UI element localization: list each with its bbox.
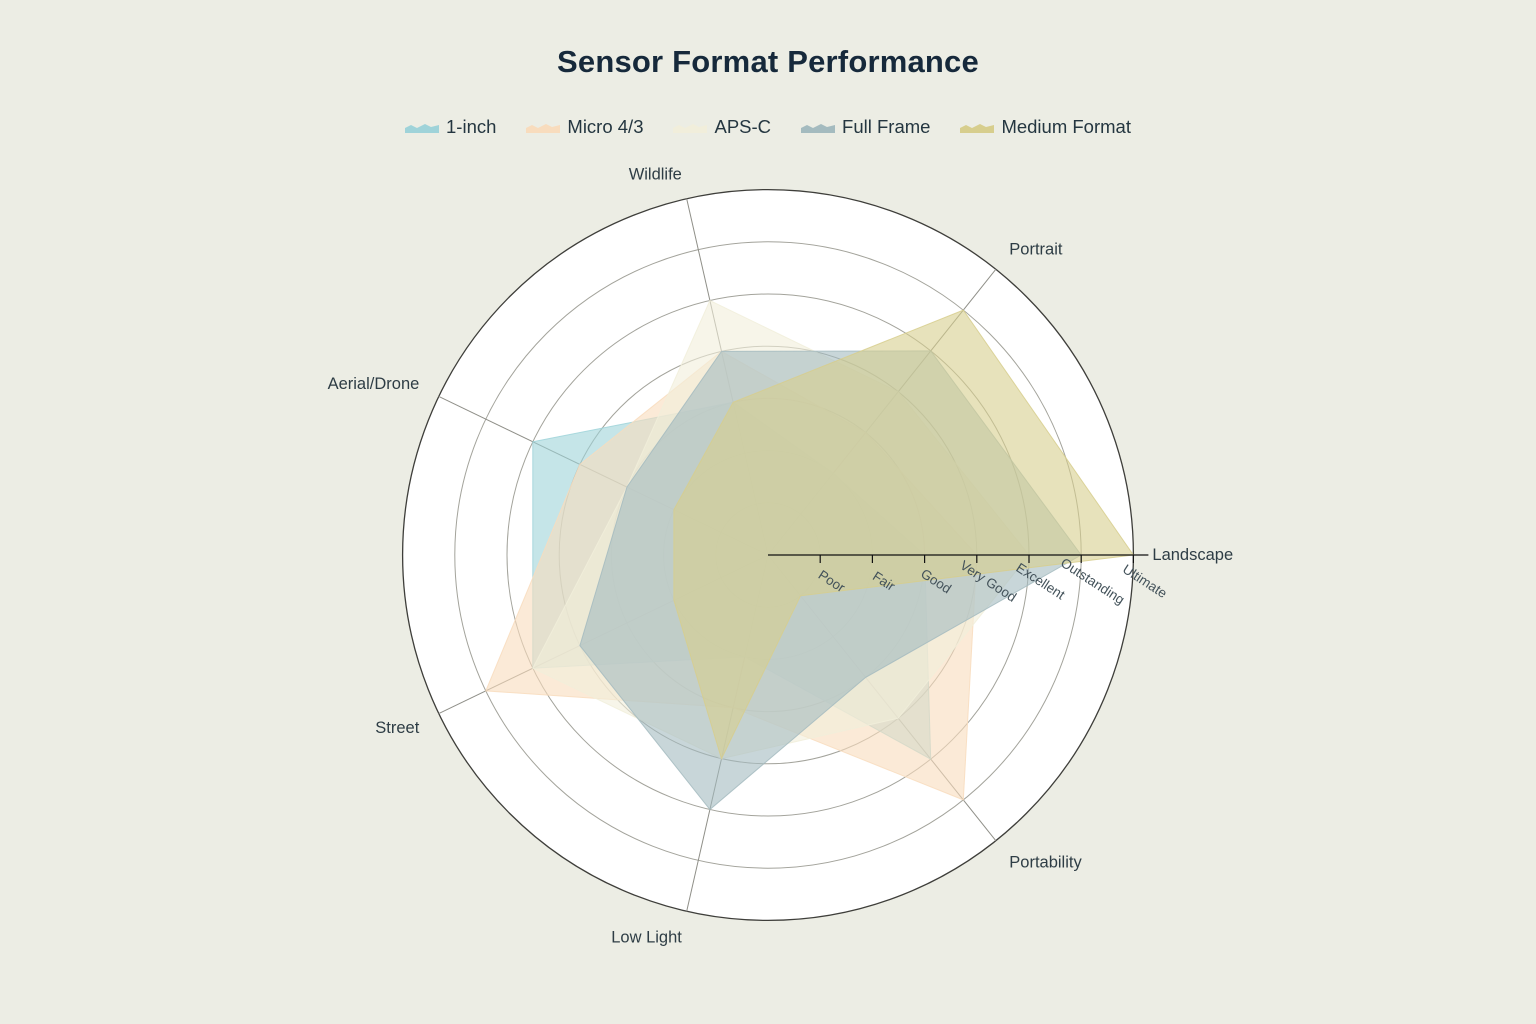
axis-label-wildlife: Wildlife: [629, 166, 682, 184]
legend-label: Full Frame: [842, 116, 931, 137]
chart-title: Sensor Format Performance: [557, 44, 979, 79]
legend-label: Micro 4/3: [567, 116, 644, 137]
legend-swatch-icon: [526, 123, 561, 133]
axis-label-portrait: Portrait: [1009, 240, 1063, 258]
legend-item-micro-4-3[interactable]: Micro 4/3: [526, 116, 643, 138]
legend-item-full-frame[interactable]: Full Frame: [801, 116, 930, 138]
legend-item-medium-format[interactable]: Medium Format: [960, 116, 1131, 138]
axis-label-low-light: Low Light: [611, 928, 682, 946]
series-polygon-medium-format[interactable]: [673, 309, 1135, 760]
legend-label: APS-C: [714, 116, 772, 137]
legend-swatch-icon: [801, 123, 836, 133]
legend-item-aps-c[interactable]: APS-C: [673, 116, 771, 138]
category-labels: Landscape Portrait WildlifeAerial/DroneStr…: [328, 166, 1234, 947]
axis-label-street: Street: [375, 719, 419, 737]
axis-label-portability: Portability: [1009, 854, 1082, 872]
legend: 1-inch Micro 4/3 APS-C Full Frame Medium For…: [0, 116, 1536, 138]
legend-label: Medium Format: [1001, 116, 1131, 137]
legend-swatch-icon: [960, 123, 995, 133]
axis-label-aerial-drone: Aerial/Drone: [328, 375, 420, 393]
series-polygons: [485, 299, 1135, 811]
legend-swatch-icon: [673, 123, 708, 133]
axis-label-landscape: Landscape: [1152, 546, 1233, 564]
legend-swatch-icon: [405, 123, 440, 133]
legend-item-1-inch[interactable]: 1-inch: [405, 116, 496, 138]
legend-label: 1-inch: [446, 116, 497, 137]
